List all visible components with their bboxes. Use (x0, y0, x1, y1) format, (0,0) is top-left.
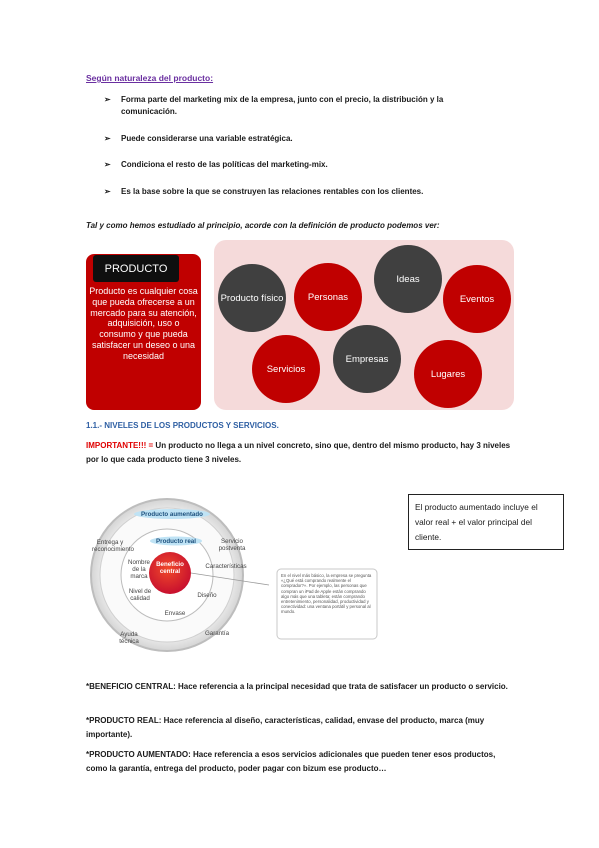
circle-eventos: Eventos (443, 265, 511, 333)
section-heading: Según naturaleza del producto: (86, 73, 214, 83)
arrow-bullet-icon: ➢ (104, 187, 111, 196)
section-title: 1.1.- NIVELES DE LOS PRODUCTOS Y SERVICI… (86, 421, 279, 430)
diagram-callout-text: En el nivel más básico, la empresa se pr… (281, 573, 372, 615)
important-label: IMPORTANTE!!! = (86, 441, 154, 450)
diagram-label-aumentado: Producto aumentado (141, 511, 203, 518)
circle-producto-fisico: Producto físico (218, 264, 286, 332)
list-item: ➢ Puede considerarse una variable estrat… (104, 133, 501, 145)
callout-connector (190, 572, 270, 586)
circle-lugares: Lugares (414, 340, 482, 408)
circle-personas: Personas (294, 263, 362, 331)
producto-description: Producto es cualquier cosa que pueda ofr… (89, 286, 198, 361)
bullet-text: Condiciona el resto de las políticas del… (121, 160, 328, 169)
arrow-bullet-icon: ➢ (104, 95, 111, 104)
note-box: El producto aumentado incluye el valor r… (408, 494, 564, 550)
definition-producto-aumentado: *PRODUCTO AUMENTADO: Hace referencia a e… (86, 750, 496, 773)
callout-box (276, 568, 378, 640)
bullet-text: Es la base sobre la que se construyen la… (121, 187, 424, 196)
product-levels-diagram: Producto aumentado Producto real Benefic… (84, 497, 384, 657)
diagram-label-real: Producto real (156, 538, 196, 545)
diagram-label-diseno: Diseño (197, 592, 217, 599)
circle-servicios: Servicios (252, 335, 320, 403)
diagram-label-envase: Envase (164, 610, 186, 617)
list-item: ➢ Condiciona el resto de las políticas d… (104, 159, 501, 171)
diagram-label-garantia: Garantía (204, 630, 230, 637)
core-circle (149, 552, 191, 594)
levels-diagram-graphic (90, 498, 378, 652)
important-paragraph: IMPORTANTE!!! = Un producto no llega a u… (86, 439, 516, 466)
list-item: ➢ Es la base sobre la que se construyen … (104, 186, 501, 198)
diagram-label-ayuda: Ayuda técnica (119, 631, 139, 645)
important-text: Un producto no llega a un nivel concreto… (86, 441, 511, 464)
list-item: ➢ Forma parte del marketing mix de la em… (104, 94, 501, 118)
producto-title: PRODUCTO (93, 255, 179, 282)
circle-empresas: Empresas (333, 325, 401, 393)
diagram-label-nivel: Nivel de calidad (128, 588, 152, 602)
diagram-label-entrega: Entrega y reconocimiento (92, 539, 134, 553)
diagram-label-servicio: Servicio postventa (218, 538, 246, 552)
arrow-bullet-icon: ➢ (104, 160, 111, 169)
circle-ideas: Ideas (374, 245, 442, 313)
arrow-bullet-icon: ➢ (104, 134, 111, 143)
intro-text: Tal y como hemos estudiado al principio,… (86, 221, 440, 230)
diagram-label-caracteristicas: Características (205, 563, 247, 570)
diagram-label-nombre: Nombre de la marca (127, 559, 150, 580)
aumentado-label-bg (134, 509, 210, 519)
definition-producto-real: *PRODUCTO REAL: Hace referencia al diseñ… (86, 716, 485, 739)
bullet-text: Forma parte del marketing mix de la empr… (121, 95, 444, 116)
definition-beneficio-central: *BENEFICIO CENTRAL: Hace referencia a la… (86, 682, 508, 691)
diagram-label-beneficio: Beneficio central (156, 561, 184, 575)
bullet-text: Puede considerarse una variable estratég… (121, 134, 293, 143)
real-label-bg (150, 536, 202, 546)
